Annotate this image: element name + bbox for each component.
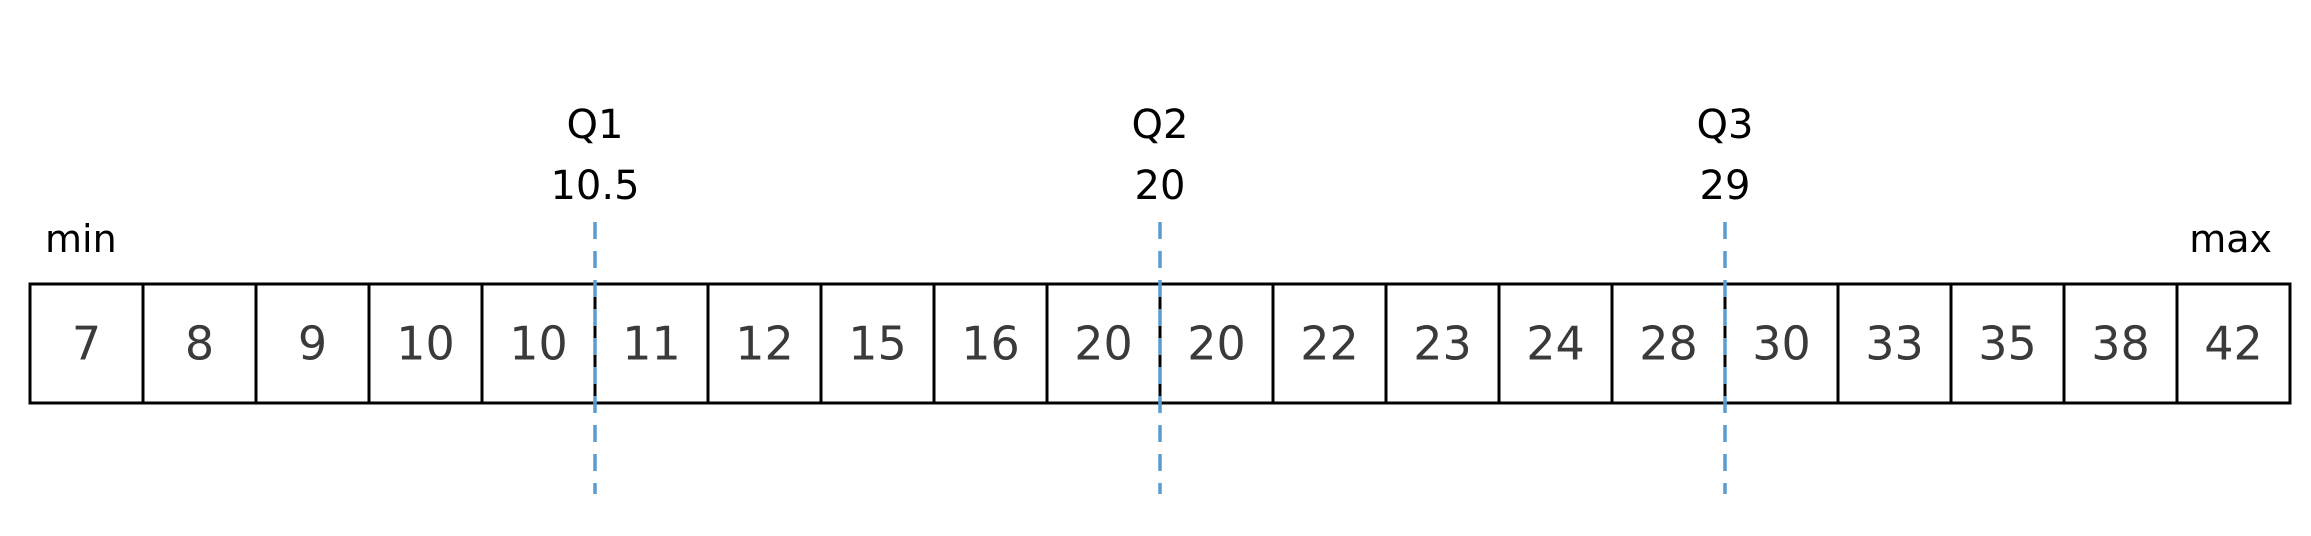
cell-value: 15 bbox=[848, 317, 907, 371]
value-cell: 7 bbox=[28, 282, 145, 405]
cell-box bbox=[2062, 282, 2179, 405]
cell-value: 22 bbox=[1300, 317, 1359, 371]
value-cell: 22 bbox=[1271, 282, 1388, 405]
value-cell: 12 bbox=[706, 282, 823, 405]
cell-box bbox=[141, 282, 258, 405]
value-cell: 35 bbox=[1949, 282, 2066, 405]
cell-value: 42 bbox=[2204, 317, 2263, 371]
value-cell: 38 bbox=[2062, 282, 2179, 405]
cell-box bbox=[28, 282, 145, 405]
cell-value: 20 bbox=[1074, 317, 1133, 371]
cell-value: 30 bbox=[1752, 317, 1811, 371]
max-label: max bbox=[2189, 217, 2272, 261]
quartile-q1: Q1 10.5 bbox=[550, 102, 640, 494]
value-cell: 10 bbox=[480, 282, 597, 405]
quartile-value: 29 bbox=[1700, 163, 1751, 209]
cell-box bbox=[1497, 282, 1614, 405]
cell-value: 10 bbox=[396, 317, 455, 371]
quartile-name: Q2 bbox=[1132, 102, 1189, 148]
quartile-name: Q1 bbox=[567, 102, 624, 148]
cell-box bbox=[1271, 282, 1388, 405]
cell-value: 12 bbox=[735, 317, 794, 371]
value-cell: 20 bbox=[1158, 282, 1275, 405]
value-cell: 16 bbox=[932, 282, 1049, 405]
cell-box bbox=[2175, 282, 2292, 405]
cell-value: 11 bbox=[622, 317, 681, 371]
cell-box bbox=[254, 282, 371, 405]
value-cell: 30 bbox=[1723, 282, 1840, 405]
cell-value: 33 bbox=[1865, 317, 1924, 371]
cell-box bbox=[1836, 282, 1953, 405]
cell-box bbox=[1949, 282, 2066, 405]
cell-box bbox=[932, 282, 1049, 405]
value-cell: 15 bbox=[819, 282, 936, 405]
cell-value: 23 bbox=[1413, 317, 1472, 371]
cell-box bbox=[1045, 282, 1162, 405]
cell-value: 16 bbox=[961, 317, 1020, 371]
value-cell: 20 bbox=[1045, 282, 1162, 405]
quartile-value: 10.5 bbox=[550, 163, 639, 209]
value-cell: 9 bbox=[254, 282, 371, 405]
cell-box bbox=[1384, 282, 1501, 405]
quartile-value: 20 bbox=[1135, 163, 1186, 209]
value-cell: 28 bbox=[1610, 282, 1727, 405]
value-cell: 42 bbox=[2175, 282, 2292, 405]
value-cell: 8 bbox=[141, 282, 258, 405]
min-label: min bbox=[45, 217, 117, 261]
cell-box bbox=[706, 282, 823, 405]
cell-value: 28 bbox=[1639, 317, 1698, 371]
cell-value: 35 bbox=[1978, 317, 2037, 371]
cell-value: 10 bbox=[509, 317, 568, 371]
value-cell: 11 bbox=[593, 282, 710, 405]
cell-box bbox=[819, 282, 936, 405]
value-cell: 24 bbox=[1497, 282, 1614, 405]
cell-value: 24 bbox=[1526, 317, 1585, 371]
cell-value: 20 bbox=[1187, 317, 1246, 371]
value-cell: 33 bbox=[1836, 282, 1953, 405]
cell-value: 8 bbox=[185, 317, 214, 371]
cell-value: 38 bbox=[2091, 317, 2150, 371]
cell-box bbox=[480, 282, 597, 405]
cell-value: 9 bbox=[298, 317, 327, 371]
quartile-name: Q3 bbox=[1697, 102, 1754, 148]
value-cell: 10 bbox=[367, 282, 484, 405]
cell-value: 7 bbox=[72, 317, 101, 371]
value-cell: 23 bbox=[1384, 282, 1501, 405]
